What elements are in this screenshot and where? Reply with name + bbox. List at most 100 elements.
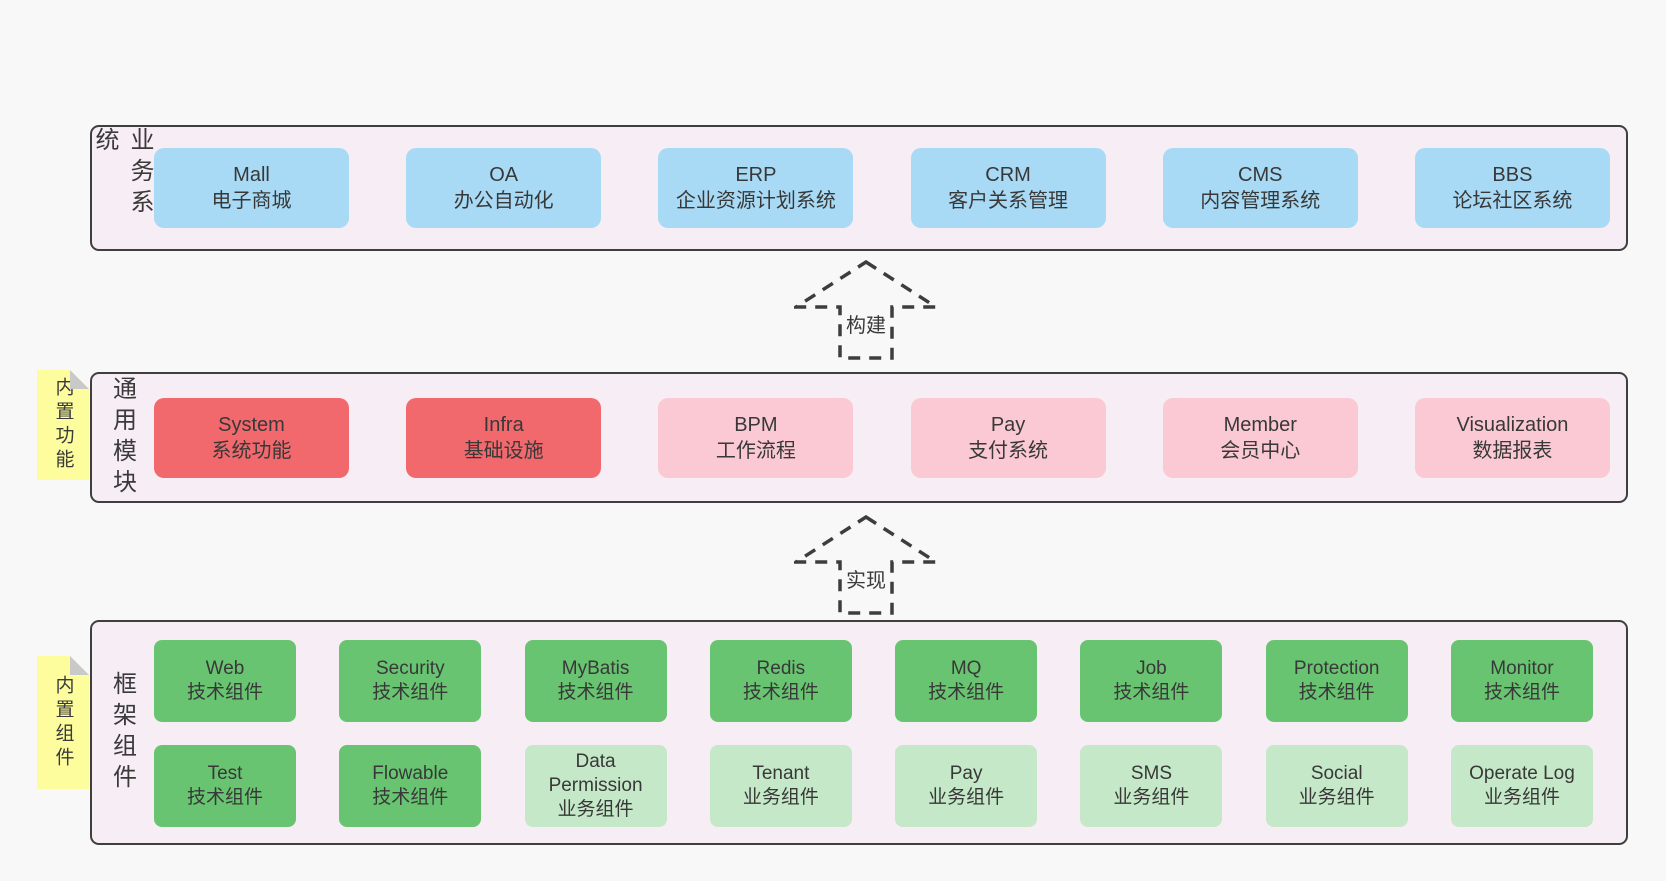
builtin-components-sticky: 内置组件 (37, 656, 89, 789)
common-modules-label: 通用模块 (100, 374, 144, 501)
box-subtitle: 技术组件 (557, 682, 634, 703)
box-title: Job (1136, 658, 1167, 680)
framework-components-label: 框架组件 (100, 622, 144, 843)
box-title: ERP (735, 164, 777, 186)
box-subtitle: 客户关系管理 (948, 190, 1069, 212)
box-title: Tenant (752, 763, 810, 785)
box-subtitle: 技术组件 (742, 682, 819, 703)
box-subtitle: 业务组件 (742, 787, 819, 808)
box-subtitle: 业务组件 (1113, 787, 1190, 808)
common-modules-label-text: 通用模块 (108, 375, 136, 500)
box-flowable: Flowable 技术组件 (339, 745, 482, 827)
box-subtitle: 电子商城 (211, 190, 292, 212)
build-arrow: 构建 (794, 260, 938, 360)
box-tenant: Tenant 业务组件 (709, 745, 852, 827)
box-member: Member 会员中心 (1162, 397, 1358, 478)
box-subtitle: 技术组件 (928, 682, 1005, 703)
box-subtitle: 企业资源计划系统 (675, 190, 836, 212)
box-cms: CMS 内容管理系统 (1162, 148, 1358, 228)
box-title: Protection (1293, 658, 1380, 680)
builtin-features-sticky: 内置功能 (37, 370, 89, 480)
box-subtitle: 技术组件 (186, 787, 263, 808)
up-arrow-icon (794, 515, 938, 615)
box-subtitle: 技术组件 (186, 682, 263, 703)
box-subtitle: 内容管理系统 (1200, 190, 1321, 212)
box-security: Security 技术组件 (339, 640, 482, 722)
box-visualization: Visualization 数据报表 (1414, 397, 1610, 478)
box-subtitle: 系统功能 (211, 439, 292, 462)
box-subtitle: 技术组件 (1113, 682, 1190, 703)
box-pay: Pay 支付系统 (910, 397, 1106, 478)
box-title: Social (1310, 763, 1363, 785)
box-title: Web (205, 658, 245, 680)
builtin-features-sticky-text: 内置功能 (52, 377, 74, 473)
components-row-1: Web 技术组件 Security 技术组件 MyBatis 技术组件 Redi… (154, 640, 1593, 722)
box-crm: CRM 客户关系管理 (910, 148, 1106, 228)
box-title: Pay (990, 413, 1026, 436)
box-subtitle: 论坛社区系统 (1452, 190, 1573, 212)
box-subtitle: 技术组件 (1483, 682, 1560, 703)
box-infra: Infra 基础设施 (406, 397, 602, 478)
box-subtitle: 办公自动化 (453, 190, 554, 212)
box-web: Web 技术组件 (154, 640, 296, 722)
box-subtitle: 技术组件 (372, 787, 449, 808)
box-social: Social 业务组件 (1265, 745, 1408, 827)
builtin-components-sticky-text: 内置组件 (52, 674, 74, 771)
box-title: CRM (985, 164, 1031, 186)
box-title: Infra (483, 413, 524, 436)
box-system: System 系统功能 (154, 397, 349, 478)
framework-components-panel: 框架组件 Web 技术组件 Security 技术组件 MyBatis 技术组件… (90, 620, 1628, 845)
box-data-permission: Data Permission 业务组件 (524, 745, 667, 827)
box-subtitle: 技术组件 (1298, 682, 1375, 703)
box-oa: OA 办公自动化 (406, 148, 602, 228)
implement-arrow-label: 实现 (843, 564, 889, 593)
box-title: Member (1223, 413, 1297, 436)
common-modules-panel: 通用模块 System 系统功能 Infra 基础设施 BPM 工作流程 Pay… (90, 372, 1628, 503)
box-redis: Redis 技术组件 (709, 640, 852, 722)
box-title: Mall (233, 164, 270, 186)
box-subtitle: 技术组件 (372, 682, 449, 703)
business-systems-label-text: 业务系统 (91, 127, 153, 220)
box-title: Monitor (1490, 658, 1554, 680)
box-title: Flowable (372, 763, 449, 785)
box-bbs: BBS 论坛社区系统 (1414, 148, 1610, 228)
box-subtitle: 工作流程 (715, 439, 796, 462)
box-subtitle: 会员中心 (1220, 439, 1301, 462)
box-subtitle: 数据报表 (1472, 439, 1553, 462)
box-title: OA (489, 164, 519, 186)
box-subtitle: 业务组件 (557, 798, 634, 820)
box-title: Redis (756, 658, 806, 680)
box-title: Pay (949, 763, 983, 785)
box-title: BPM (734, 413, 778, 436)
box-subtitle: 基础设施 (463, 439, 544, 462)
box-mybatis: MyBatis 技术组件 (524, 640, 667, 722)
box-bpm: BPM 工作流程 (658, 397, 854, 478)
box-title: System (218, 413, 285, 436)
implement-arrow: 实现 (794, 515, 938, 615)
box-monitor: Monitor 技术组件 (1450, 640, 1593, 722)
box-title: SMS (1130, 763, 1172, 785)
box-subtitle: 支付系统 (968, 439, 1049, 462)
box-operate-log: Operate Log 业务组件 (1450, 745, 1593, 827)
business-systems-panel: 业务系统 Mall 电子商城 OA 办公自动化 ERP 企业资源计划系统 CRM… (90, 125, 1628, 251)
box-mq: MQ 技术组件 (895, 640, 1038, 722)
box-erp: ERP 企业资源计划系统 (658, 148, 854, 228)
business-systems-row: Mall 电子商城 OA 办公自动化 ERP 企业资源计划系统 CRM 客户关系… (154, 127, 1610, 249)
box-title: Security (375, 658, 445, 680)
up-arrow-icon (794, 260, 938, 360)
box-sms: SMS 业务组件 (1080, 745, 1223, 827)
box-title: MyBatis (561, 658, 630, 680)
box-title: Test (207, 763, 243, 785)
box-subtitle: 业务组件 (1298, 787, 1375, 808)
box-title: Visualization (1456, 413, 1569, 436)
box-title: BBS (1492, 164, 1533, 186)
box-test: Test 技术组件 (154, 745, 296, 827)
box-job: Job 技术组件 (1080, 640, 1223, 722)
box-protection: Protection 技术组件 (1265, 640, 1408, 722)
build-arrow-label: 构建 (843, 309, 889, 338)
box-subtitle: 业务组件 (1483, 787, 1560, 808)
components-row-2: Test 技术组件 Flowable 技术组件 Data Permission … (154, 745, 1593, 827)
box-subtitle: 业务组件 (928, 787, 1005, 808)
box-title: MQ (950, 658, 982, 680)
